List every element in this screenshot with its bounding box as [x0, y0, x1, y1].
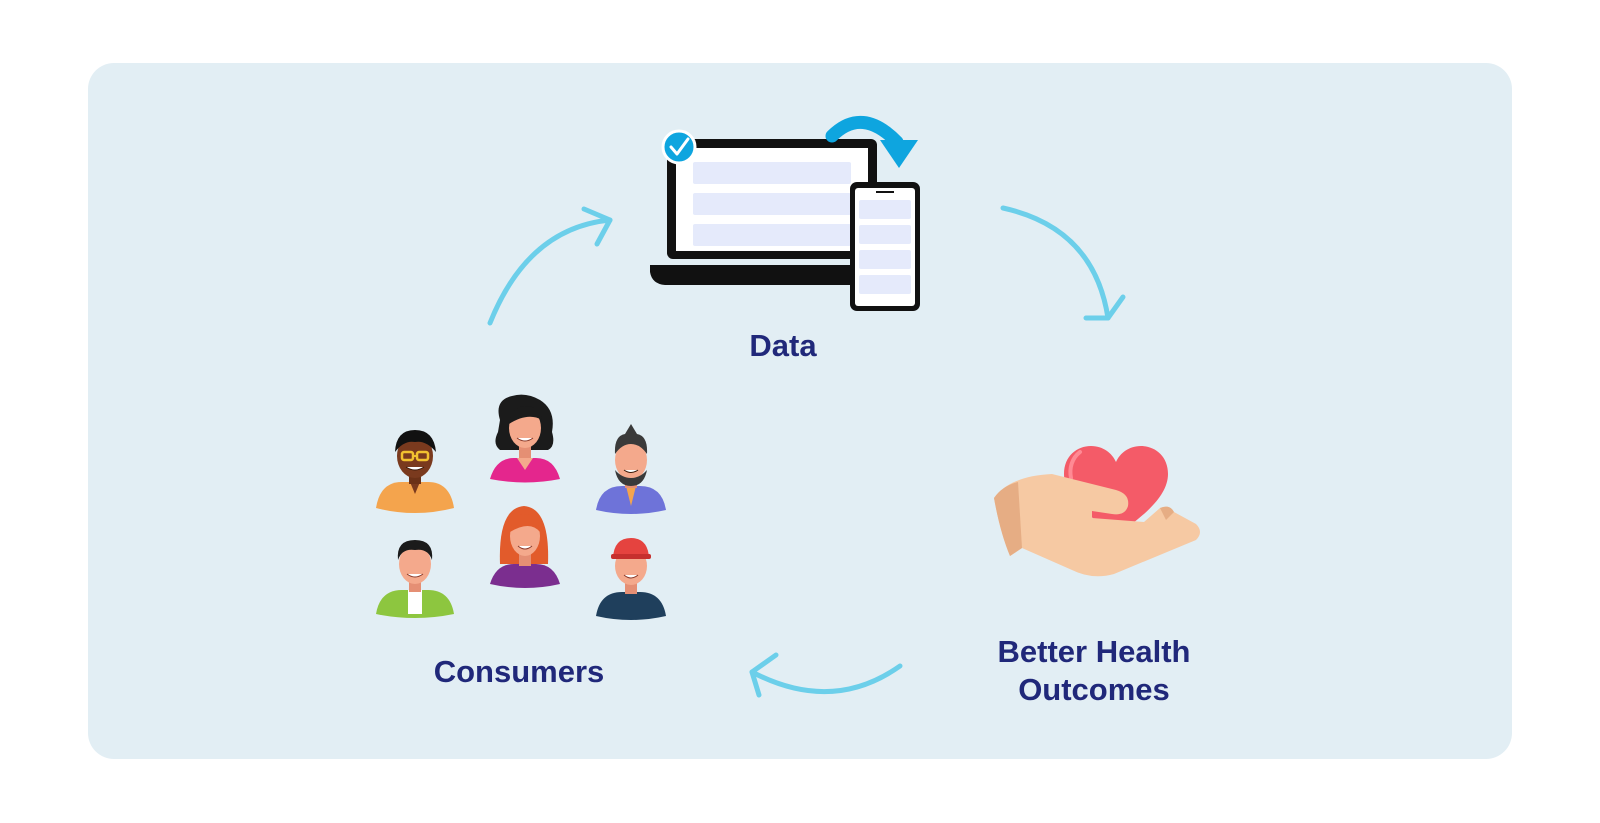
sync-arrow-icon — [825, 116, 918, 168]
avatar-icon — [376, 430, 454, 513]
node-label-outcomes-line2: Outcomes — [1018, 672, 1170, 707]
check-badge-icon — [661, 129, 697, 165]
arrow-outcomes-to-consumers — [749, 652, 903, 698]
arrow-consumers-to-data — [487, 206, 613, 326]
avatar-icon — [596, 538, 666, 620]
node-label-outcomes: Better Health Outcomes — [964, 633, 1224, 709]
laptop-phone-sync-icon — [650, 116, 920, 311]
avatar-icon — [376, 540, 454, 618]
arrow-data-to-outcomes — [1000, 205, 1126, 321]
node-label-data: Data — [749, 328, 817, 363]
hand-holding-heart-icon — [994, 446, 1200, 577]
node-label-outcomes-line1: Better Health — [997, 634, 1191, 669]
people-group-icon — [376, 394, 666, 620]
node-label-consumers: Consumers — [433, 654, 605, 689]
avatar-icon — [490, 506, 560, 588]
avatar-icon — [596, 424, 666, 514]
avatar-icon — [490, 394, 560, 483]
